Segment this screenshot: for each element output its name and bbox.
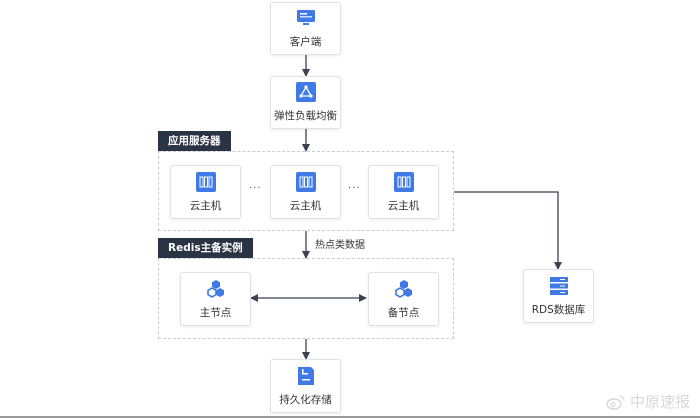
ellipsis-separator: ···	[348, 183, 361, 194]
cvm-node-3[interactable]: 云主机	[368, 165, 439, 219]
cvm-label: 云主机	[289, 199, 322, 212]
server-icon	[195, 171, 216, 192]
slave-label: 备节点	[387, 306, 420, 319]
storage-label: 持久化存储	[279, 393, 332, 406]
database-icon	[549, 276, 568, 295]
rds-node[interactable]: RDS数据库	[523, 269, 594, 323]
load-balancer-label: 弹性负载均衡	[274, 110, 337, 122]
cvm-node-1[interactable]: 云主机	[170, 165, 241, 219]
master-label: 主节点	[199, 306, 232, 319]
hexagon-cluster-icon	[394, 279, 412, 298]
storage-node[interactable]: 持久化存储	[270, 359, 341, 413]
ellipsis-separator: ···	[249, 183, 262, 194]
weibo-icon	[606, 394, 625, 410]
server-icon	[295, 171, 316, 192]
app-servers-group	[158, 151, 454, 231]
hexagon-cluster-icon	[206, 279, 224, 298]
redis-group	[158, 258, 454, 339]
hot-data-label: 热点类数据	[315, 240, 365, 251]
load-balancer-node[interactable]: 弹性负载均衡	[270, 76, 341, 129]
cvm-label: 云主机	[387, 199, 420, 212]
load-balancer-icon	[295, 82, 316, 102]
storage-icon	[297, 366, 314, 385]
app-servers-group-title: 应用服务器	[158, 131, 231, 151]
redis-group-title: Redis主备实例	[158, 238, 253, 258]
master-node[interactable]: 主节点	[180, 272, 251, 326]
client-label: 客户端	[289, 36, 322, 48]
server-icon	[393, 171, 414, 192]
client-node[interactable]: 客户端	[270, 2, 341, 55]
edge-app-to-rds	[454, 191, 562, 270]
cvm-node-2[interactable]: 云主机	[270, 165, 341, 219]
bottom-rule	[0, 416, 700, 418]
monitor-icon	[296, 10, 315, 25]
rds-label: RDS数据库	[531, 303, 586, 316]
watermark-text: 中原速报	[629, 393, 690, 411]
watermark: 中原速报	[606, 391, 690, 412]
slave-node[interactable]: 备节点	[368, 272, 439, 326]
cvm-label: 云主机	[189, 199, 222, 212]
